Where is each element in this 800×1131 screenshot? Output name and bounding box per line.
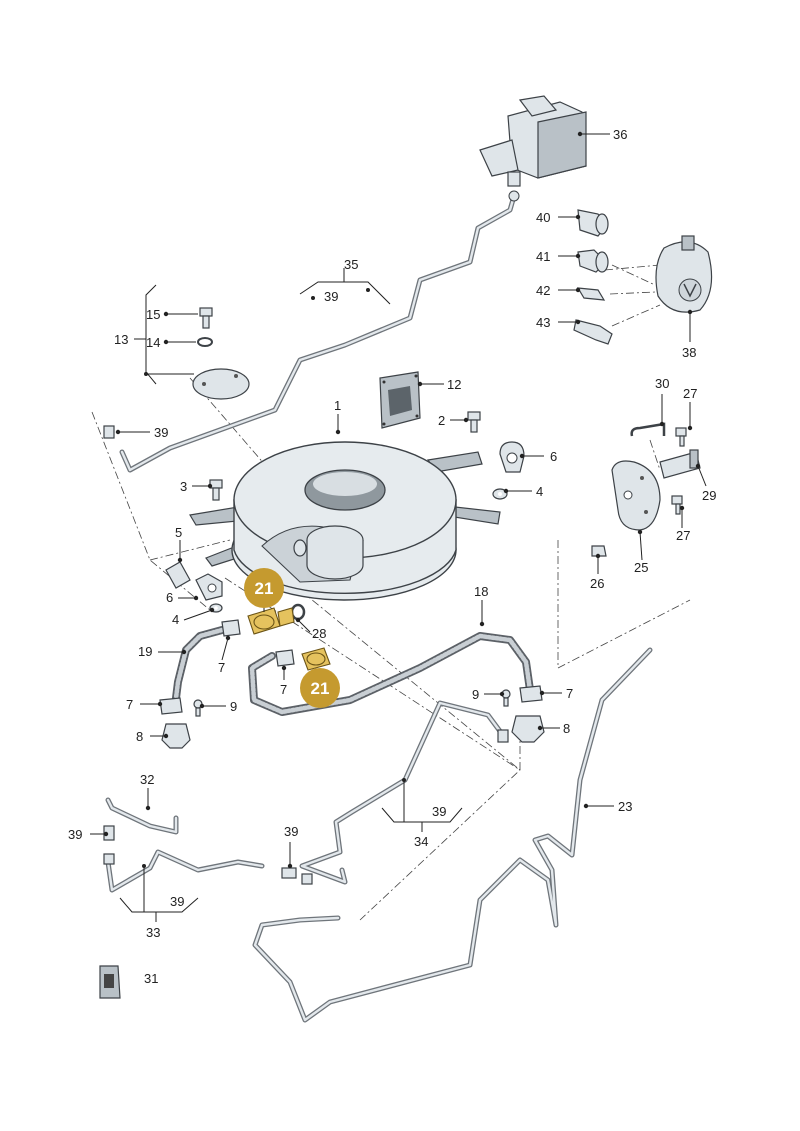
label-39-mid: 39 (68, 827, 82, 842)
label-33: 33 (146, 925, 160, 940)
callout-21-top: 21 (244, 568, 284, 608)
label-39-top: 39 (324, 289, 338, 304)
label-38: 38 (682, 345, 696, 360)
label-19: 19 (138, 644, 152, 659)
access-disc (192, 368, 250, 400)
leader-lines (90, 131, 707, 922)
label-31: 31 (144, 971, 158, 986)
label-41: 41 (536, 249, 550, 264)
label-4-right: 4 (536, 484, 543, 499)
label-7-b: 7 (280, 682, 287, 697)
label-29: 29 (702, 488, 716, 503)
label-7-d: 7 (566, 686, 573, 701)
fasteners (99, 307, 701, 999)
filter-unit (655, 235, 713, 313)
label-6-right: 6 (550, 449, 557, 464)
label-7-a: 7 (218, 660, 225, 675)
label-42: 42 (536, 283, 550, 298)
label-27-top: 27 (683, 386, 697, 401)
label-39-left: 39 (154, 425, 168, 440)
label-26: 26 (590, 576, 604, 591)
label-5: 5 (175, 525, 182, 540)
label-30: 30 (655, 376, 669, 391)
callout-21-top-label: 21 (255, 579, 274, 598)
label-23: 23 (618, 799, 632, 814)
label-9-right: 9 (472, 687, 479, 702)
label-9-left: 9 (230, 699, 237, 714)
label-8-right: 8 (563, 721, 570, 736)
label-12: 12 (447, 377, 461, 392)
label-34: 34 (414, 834, 428, 849)
label-13: 13 (114, 332, 128, 347)
sender-plate (611, 460, 661, 531)
label-39-lower-right: 39 (432, 804, 446, 819)
callout-labels: 36 40 41 42 43 38 35 39 13 15 14 12 1 2 … (68, 127, 716, 986)
label-39-lower-left: 39 (170, 894, 184, 909)
label-1: 1 (334, 398, 341, 413)
label-39-center: 39 (284, 824, 298, 839)
label-15: 15 (146, 307, 160, 322)
label-4-left: 4 (172, 612, 179, 627)
label-35: 35 (344, 257, 358, 272)
flexible-hoses (172, 626, 534, 716)
highlighted-fittings-21 (247, 607, 331, 671)
gas-tank (189, 441, 501, 601)
label-32: 32 (140, 772, 154, 787)
label-27-bottom: 27 (676, 528, 690, 543)
pressure-regulator (479, 95, 587, 202)
adapter-fittings (573, 209, 613, 345)
label-40: 40 (536, 210, 550, 225)
label-25: 25 (634, 560, 648, 575)
fuel-lines (105, 193, 653, 1023)
label-7-c: 7 (126, 697, 133, 712)
label-28: 28 (312, 626, 326, 641)
cover-plate (379, 371, 421, 429)
callout-21-bottom: 21 (300, 668, 340, 708)
label-18: 18 (474, 584, 488, 599)
label-14: 14 (146, 335, 160, 350)
label-2: 2 (438, 413, 445, 428)
label-36: 36 (613, 127, 627, 142)
callout-21-bottom-label: 21 (311, 679, 330, 698)
label-3: 3 (180, 479, 187, 494)
label-43: 43 (536, 315, 550, 330)
label-8-left: 8 (136, 729, 143, 744)
assembly-guide-lines (91, 264, 691, 921)
label-6-left: 6 (166, 590, 173, 605)
